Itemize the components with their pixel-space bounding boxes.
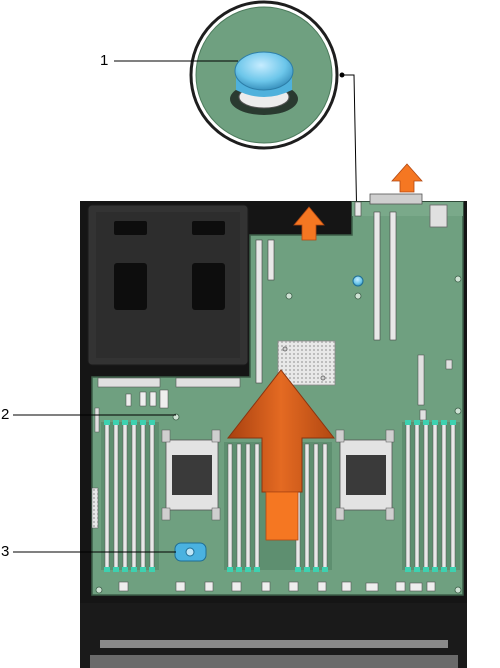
callout-number-2: 2 — [1, 406, 10, 423]
riser-slots — [255, 201, 397, 384]
chassis-rail — [100, 640, 448, 648]
slide-direction-arrow-icon — [226, 369, 336, 541]
power-supply-cage — [87, 204, 249, 366]
cpu-socket-2 — [335, 429, 395, 521]
release-pin-on-board — [352, 275, 364, 287]
lift-direction-arrow-icon — [391, 163, 423, 193]
dimm-bank-left — [101, 420, 159, 572]
callout-number-3: 3 — [1, 543, 10, 560]
callout-number-1: 1 — [100, 52, 109, 69]
lift-direction-arrow-icon — [293, 206, 325, 241]
release-pin-detail — [189, 0, 339, 150]
release-pin-icon — [230, 51, 298, 115]
cpu-socket-1 — [161, 429, 221, 521]
dimm-bank-right — [402, 420, 460, 572]
system-board-holder — [174, 542, 207, 562]
